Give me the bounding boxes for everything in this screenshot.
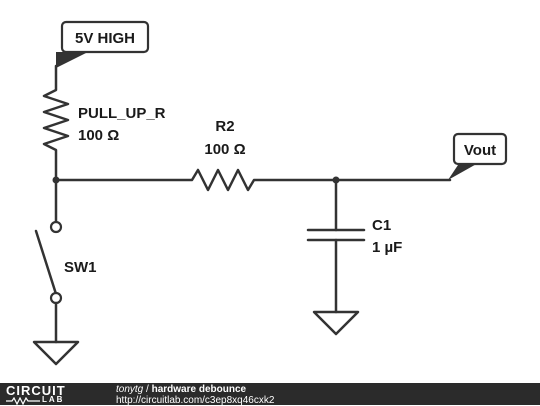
meta-separator: /: [146, 384, 149, 395]
logo-resistor-icon: [6, 397, 40, 405]
circuit-meta: tonytg / hardware debounce http://circui…: [116, 384, 274, 406]
capacitor-value: 1 µF: [372, 239, 402, 256]
author-name[interactable]: tonytg: [116, 384, 144, 395]
output-flag-pointer: [448, 162, 480, 180]
capacitor-symbol: [306, 178, 366, 314]
switch-name: SW1: [64, 259, 97, 276]
footer-bar: CIRCUIT LAB tonytg / hardware debounce h…: [0, 383, 540, 406]
logo-text-top: CIRCUIT: [6, 383, 66, 398]
circuitlab-logo[interactable]: CIRCUIT LAB: [6, 383, 98, 405]
ground-symbol-switch: [32, 340, 80, 366]
switch-contact-bottom: [49, 291, 63, 305]
ground-symbol-capacitor: [312, 310, 360, 336]
pullup-resistor-value: 100 Ω: [78, 127, 119, 144]
pullup-resistor-name: PULL_UP_R: [78, 105, 166, 122]
logo-text-bottom: LAB: [42, 395, 65, 404]
schematic-diagram: 5V HIGH PULL_UP_R 100 Ω R2 100 Ω Vout C1…: [32, 20, 508, 366]
circuit-url[interactable]: http://circuitlab.com/c3ep8xq46cxk2: [116, 395, 275, 406]
output-flag-label: Vout: [464, 142, 496, 159]
series-resistor-value: 100 Ω: [204, 141, 245, 158]
switch-symbol: [34, 178, 63, 344]
circuit-title: hardware debounce: [151, 384, 247, 395]
output-flag: Vout: [448, 132, 508, 180]
supply-flag-label: 5V HIGH: [75, 30, 135, 47]
output-flag-box: [452, 132, 508, 166]
switch-lever: [34, 229, 58, 296]
switch-contact-top: [49, 220, 63, 234]
pullup-resistor-symbol: [42, 64, 70, 182]
supply-flag: 5V HIGH: [56, 20, 150, 68]
supply-flag-box: [60, 20, 150, 54]
capacitor-name: C1: [372, 217, 391, 234]
supply-flag-pointer: [56, 52, 88, 68]
series-resistor-symbol: [54, 168, 452, 192]
series-resistor-name: R2: [215, 118, 234, 135]
